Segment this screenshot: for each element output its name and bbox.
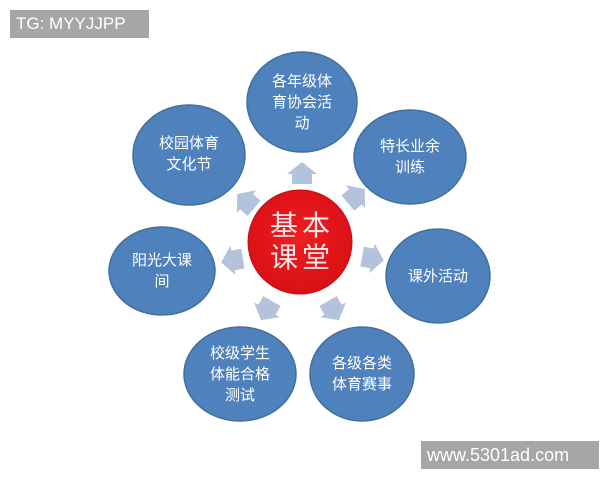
- arrow-left-icon: [221, 245, 245, 276]
- node-label-left: 阳光大课 间: [131, 251, 192, 290]
- node-label-upper-left: 校园体育 文化节: [158, 134, 219, 173]
- node-lower-right-shape: [309, 326, 415, 422]
- watermark-top-left: TG: MYYJJPP: [10, 10, 149, 38]
- node-label-lower-left: 校级学生 体能合格 测试: [209, 343, 270, 404]
- node-top-shape: [246, 51, 358, 153]
- arrow-right-icon: [360, 243, 384, 274]
- arrow-lower-right-icon: [319, 296, 346, 321]
- center-label: 基本 课堂: [269, 209, 334, 274]
- node-label-lower-right: 各级各类 体育赛事: [331, 354, 392, 393]
- node-left-shape: [108, 226, 216, 316]
- arrow-upper-right-icon: [341, 185, 366, 211]
- arrow-up-icon: [287, 162, 317, 184]
- arrow-upper-left-icon: [236, 190, 261, 216]
- node-lower-left-shape: [183, 326, 297, 422]
- node-right-shape: [385, 228, 491, 324]
- node-label-top: 各年级体 育协会活 动: [271, 71, 332, 132]
- arrows: [221, 162, 384, 321]
- node-upper-right-shape: [353, 109, 467, 205]
- watermark-bottom-right: www.5301ad.com: [421, 441, 599, 469]
- arrow-lower-left-icon: [254, 296, 281, 321]
- node-label-right: 课外活动: [407, 266, 468, 285]
- node-label-upper-right: 特长业余 训练: [379, 137, 440, 176]
- center-circle-shape: [247, 189, 353, 295]
- node-upper-left-shape: [132, 104, 246, 206]
